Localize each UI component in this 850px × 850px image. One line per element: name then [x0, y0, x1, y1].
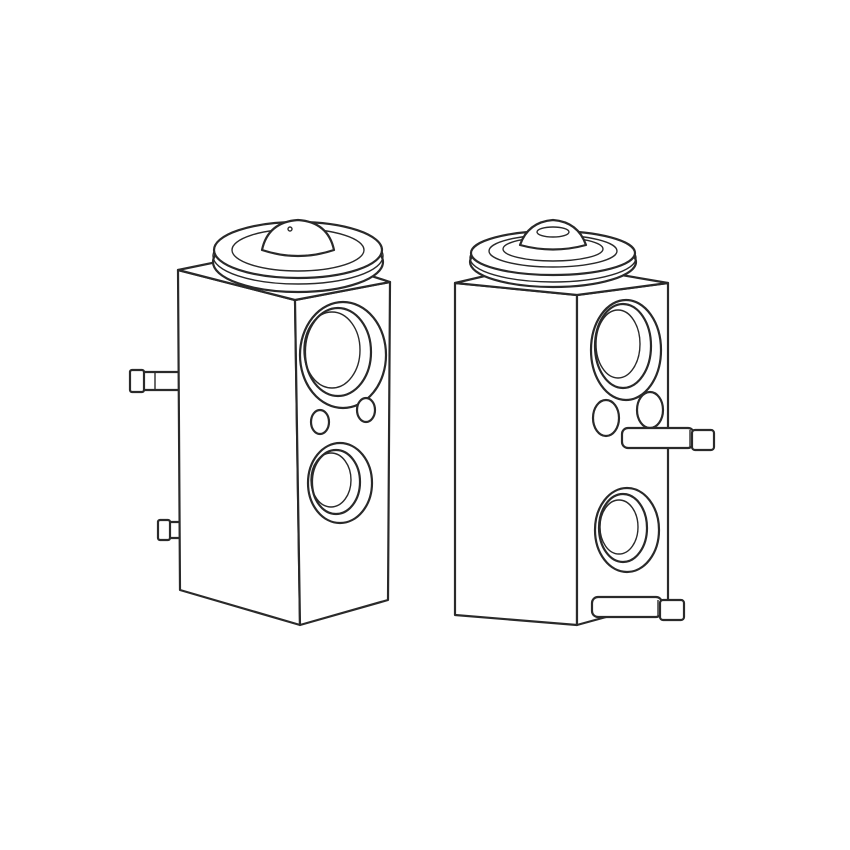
left-valve-upper-port [298, 300, 388, 410]
left-valve-small-hole-1 [309, 408, 331, 436]
right-valve-lower-port [593, 486, 661, 574]
left-valve-front-face [176, 268, 302, 627]
left-valve-upper-stem [128, 368, 182, 394]
left-expansion-valve [128, 218, 392, 627]
right-valve-diaphragm [468, 218, 638, 289]
left-valve-lower-port [306, 441, 374, 525]
right-valve-front-face [453, 281, 579, 627]
left-valve-lower-stem [156, 518, 184, 542]
right-valve-lower-stem [590, 595, 686, 622]
right-expansion-valve [453, 218, 716, 627]
right-valve-small-hole-2 [635, 390, 665, 430]
right-valve-small-hole-1 [591, 398, 621, 438]
right-valve-upper-port [589, 298, 663, 402]
left-valve-diaphragm [211, 218, 385, 294]
right-valve-upper-stem [620, 426, 716, 452]
left-valve-small-hole-2 [355, 396, 377, 424]
